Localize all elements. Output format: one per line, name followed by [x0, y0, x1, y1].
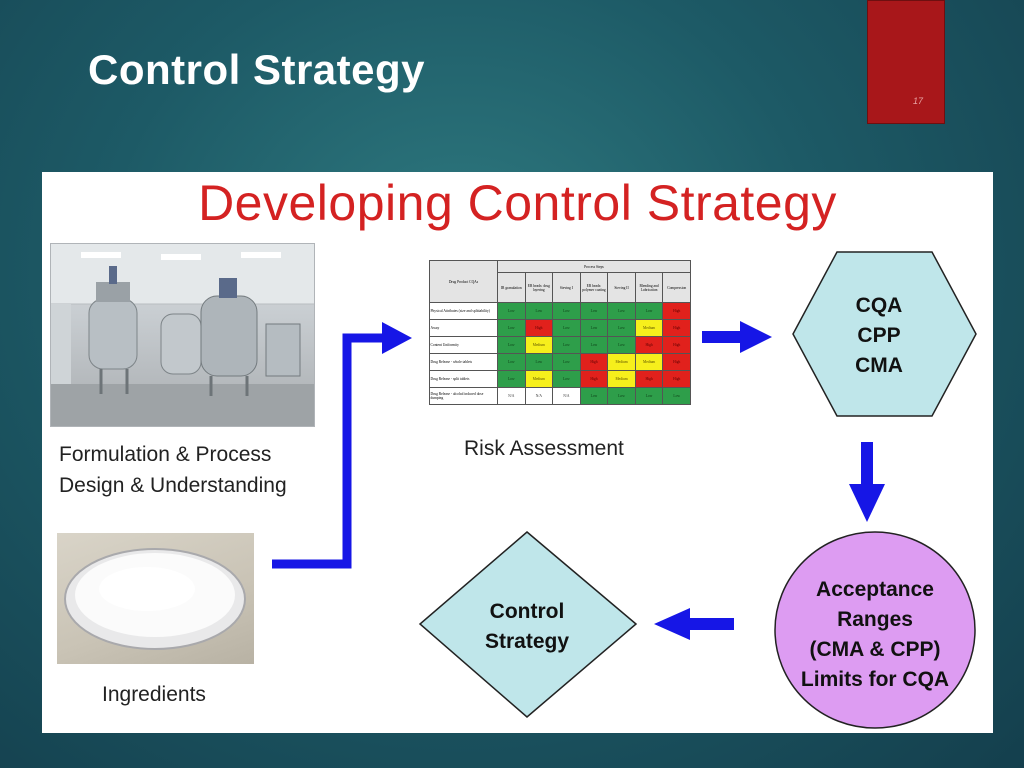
hexagon-line-2: CPP	[857, 324, 901, 347]
risk-level-cell: High	[579, 353, 609, 371]
risk-level-cell: Low	[662, 387, 691, 405]
risk-level-cell: Low	[607, 319, 636, 337]
formulation-caption: Formulation & Process Design & Understan…	[59, 439, 287, 501]
risk-level-cell: Medium	[607, 370, 636, 388]
diagram-panel: Developing Control Strategy	[42, 172, 993, 733]
circle-line-4: Limits for CQA	[800, 668, 950, 691]
table-column-header: Sieving I	[552, 272, 581, 303]
risk-level-cell: Low	[497, 319, 526, 337]
arrow-left-shaft	[688, 618, 734, 630]
acceptance-ranges-circle	[774, 531, 976, 729]
arrow-left-head	[654, 608, 690, 640]
circle-line-2: Ranges	[837, 608, 913, 631]
table-row-header: Content Uniformity	[429, 336, 498, 354]
risk-level-cell: N/A	[524, 387, 554, 405]
hexagon-text: CQA CPP CMA	[784, 291, 974, 381]
risk-level-cell: Low	[497, 353, 526, 371]
risk-assessment-caption: Risk Assessment	[464, 437, 624, 460]
flow-diagram	[272, 251, 977, 729]
accent-box: 17	[867, 0, 945, 124]
arrow-to-hexagon-shaft	[702, 331, 742, 343]
control-strategy-diamond	[418, 531, 638, 718]
arrow-down-shaft	[861, 442, 873, 486]
risk-level-cell: High	[634, 336, 664, 354]
risk-level-cell: Low	[607, 387, 636, 405]
table-row: Drug Release - alcohol induced dose dump…	[429, 387, 691, 405]
formulation-caption-line-2: Design & Understanding	[59, 474, 287, 497]
risk-assessment-table: Drug Product CQAs Process Steps IR granu…	[429, 260, 691, 405]
arrow-to-hexagon-head	[740, 321, 772, 353]
page-number: 17	[912, 96, 923, 106]
risk-level-cell: Medium	[634, 319, 664, 337]
arrow-to-risk-assessment	[382, 322, 412, 354]
risk-level-cell: High	[662, 302, 691, 320]
table-column-header: ER beads: polymer coating	[579, 272, 609, 303]
table-column-header: Compression	[662, 272, 691, 303]
arrow-down-head	[849, 484, 885, 522]
risk-level-cell: Low	[579, 387, 609, 405]
circle-line-1: Acceptance	[816, 578, 934, 601]
hexagon-line-3: CMA	[855, 354, 903, 377]
table-row-header: Assay	[429, 319, 498, 337]
cqa-hexagon	[792, 251, 977, 417]
risk-level-cell: Low	[552, 353, 581, 371]
table-column-header: Sieving II	[607, 272, 636, 303]
ingredients-powder-photo	[57, 533, 254, 664]
connector-ingredients-line	[272, 333, 388, 569]
risk-level-cell: Low	[497, 336, 526, 354]
risk-level-cell: Low	[552, 336, 581, 354]
panel-title: Developing Control Strategy	[198, 175, 837, 231]
table-row-header: Physical Attributes (size and splittabil…	[429, 302, 498, 320]
ingredients-caption: Ingredients	[102, 683, 206, 706]
risk-level-cell: Medium	[524, 370, 554, 388]
table-row-header: Drug Release - split tablets	[429, 370, 498, 388]
risk-level-cell: High	[662, 336, 691, 354]
risk-level-cell: High	[662, 353, 691, 371]
table-row-header: Drug Release - whole tablets	[429, 353, 498, 371]
table-row: Physical Attributes (size and splittabil…	[429, 302, 691, 320]
risk-level-cell: Low	[552, 319, 581, 337]
risk-level-cell: High	[524, 319, 554, 337]
process-equipment-photo	[50, 243, 315, 427]
table-row-header: Drug Release - alcohol induced dose dump…	[429, 387, 498, 405]
risk-level-cell: N/A	[497, 387, 526, 405]
circle-text: Acceptance Ranges (CMA & CPP) Limits for…	[775, 575, 975, 695]
diamond-line-1: Control	[489, 600, 565, 623]
diamond-line-2: Strategy	[484, 630, 570, 653]
slide-title: Control Strategy	[88, 46, 426, 93]
risk-level-cell: Low	[634, 387, 664, 405]
risk-level-cell: Low	[579, 319, 609, 337]
circle-line-3: (CMA & CPP)	[809, 638, 941, 661]
risk-level-cell: Low	[497, 302, 526, 320]
table-corner-header: Drug Product CQAs	[429, 260, 498, 303]
formulation-caption-line-1: Formulation & Process	[59, 443, 272, 466]
diamond-text: Control Strategy	[427, 597, 627, 657]
risk-level-cell: Low	[552, 370, 581, 388]
hexagon-line-1: CQA	[855, 294, 903, 317]
